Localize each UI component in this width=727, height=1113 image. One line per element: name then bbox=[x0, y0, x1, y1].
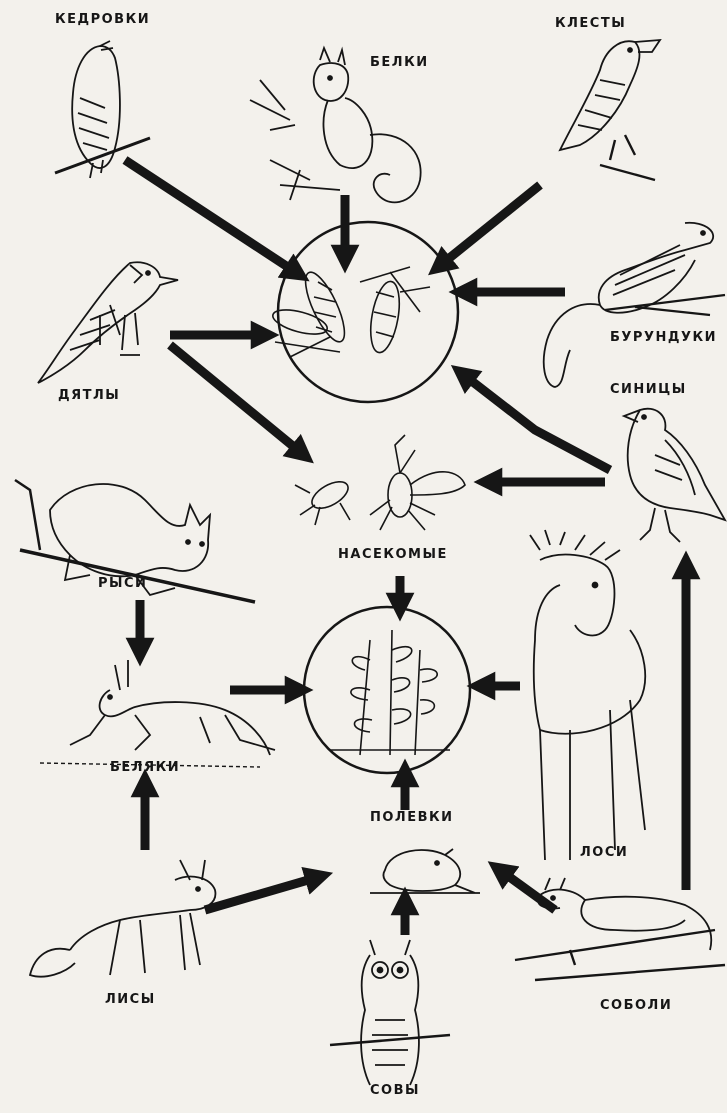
sobol-illustration bbox=[515, 870, 725, 985]
sova-illustration bbox=[330, 930, 450, 1100]
label-losi: ЛОСИ bbox=[580, 845, 628, 860]
label-kedrovki: КЕДРОВКИ bbox=[55, 12, 150, 27]
label-rysi: РЫСИ bbox=[98, 576, 147, 591]
label-dyatly: ДЯТЛЫ bbox=[58, 388, 120, 403]
arrow-klesty-cones bbox=[437, 185, 540, 268]
cones-illustration bbox=[270, 262, 440, 372]
label-klesty: КЛЕСТЫ bbox=[555, 16, 626, 31]
label-nasekomye: НАСЕКОМЫЕ bbox=[338, 547, 448, 562]
label-belki: БЕЛКИ bbox=[370, 55, 429, 70]
polevka-illustration bbox=[365, 835, 485, 900]
label-sovy: СОВЫ bbox=[370, 1083, 420, 1098]
arrow-lisy-polevki bbox=[205, 876, 322, 910]
los-illustration bbox=[510, 530, 680, 865]
kedrovka-illustration bbox=[45, 38, 155, 188]
lisa-illustration bbox=[30, 855, 220, 985]
label-sinitsy: СИНИЦЫ bbox=[610, 382, 687, 397]
label-lisy: ЛИСЫ bbox=[105, 992, 156, 1007]
belyak-illustration bbox=[40, 655, 280, 775]
klest-illustration bbox=[540, 30, 680, 200]
plants-illustration bbox=[320, 620, 460, 760]
insects-illustration bbox=[290, 425, 470, 535]
label-soboli: СОБОЛИ bbox=[600, 998, 672, 1013]
burunduk-illustration bbox=[535, 215, 725, 390]
label-polevki: ПОЛЕВКИ bbox=[370, 810, 454, 825]
label-belyaki: БЕЛЯКИ bbox=[110, 760, 180, 775]
sinitsa-illustration bbox=[610, 400, 727, 550]
dyatel-illustration bbox=[30, 255, 190, 390]
label-burunduki: БУРУНДУКИ bbox=[610, 330, 717, 345]
